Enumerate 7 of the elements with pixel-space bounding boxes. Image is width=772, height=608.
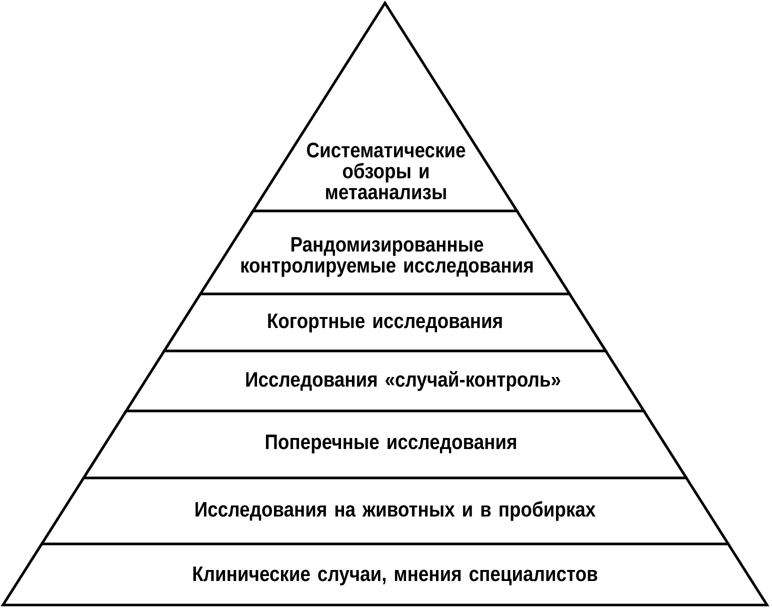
pyramid-tier: Клинические случаи, мнения специалистов xyxy=(0,542,770,606)
pyramid-tier: Когортные исследования xyxy=(162,292,608,352)
pyramid-tier: Поперечные исследования xyxy=(81,410,689,480)
pyramid-tier: Рандомизированные контролируемые исследования xyxy=(198,210,572,296)
node-label: Клинические случаи, мнения специалистов xyxy=(193,566,598,586)
pyramid-tier: Исследования на животных и в пробирках xyxy=(39,476,731,546)
pyramid-tier: Исследования «случай-контроль» xyxy=(124,350,646,412)
